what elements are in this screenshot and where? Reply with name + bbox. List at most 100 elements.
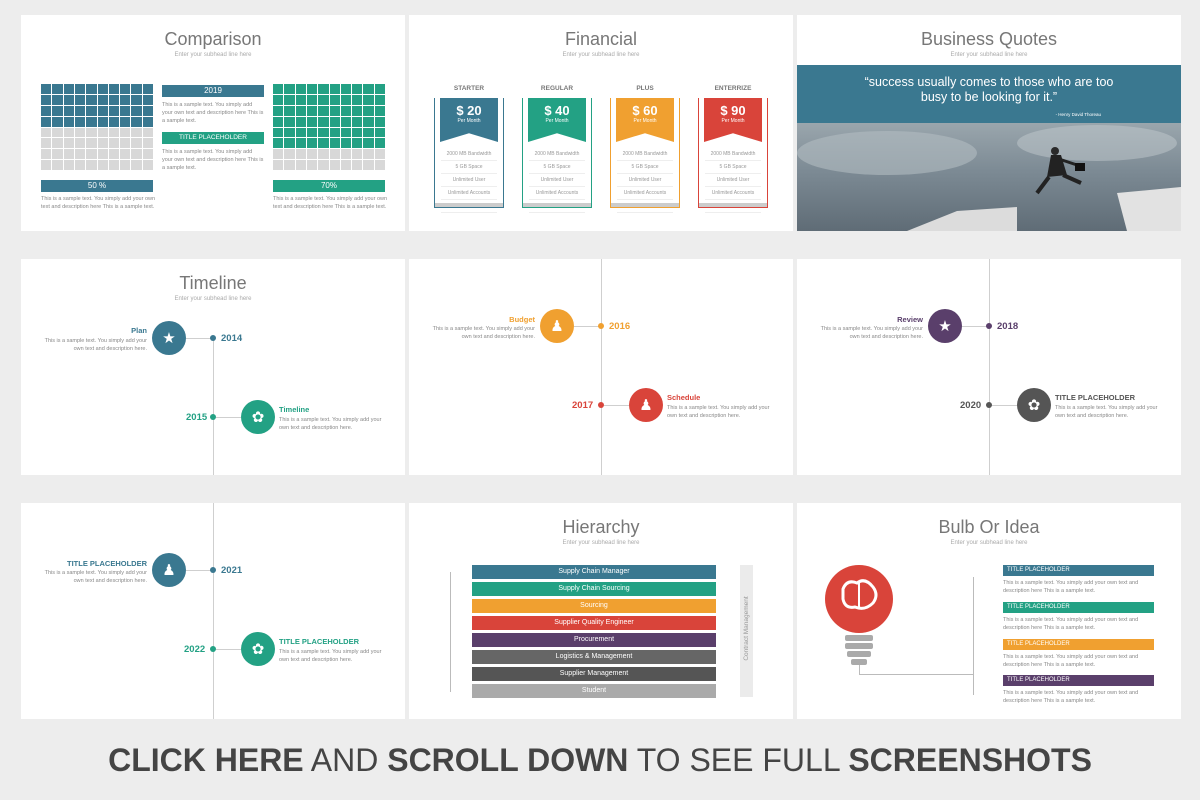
feature: 2000 MB Bandwidth: [705, 148, 761, 161]
slide-financial[interactable]: Financial Enter your subhead line here S…: [409, 15, 793, 231]
idea-title: TITLE PLACEHOLDER: [1003, 639, 1154, 650]
plan-footer: [611, 203, 679, 207]
slide-timeline[interactable]: Timeline Enter your subhead line here Pl…: [21, 259, 405, 475]
idea-title: TITLE PLACEHOLDER: [1003, 675, 1154, 686]
timeline-item-text: This is a sample text. You simply add yo…: [279, 649, 382, 663]
price-ribbon: $ 60 Per Month: [616, 98, 674, 142]
timeline-dot: [598, 402, 604, 408]
brain-icon: ✿: [241, 400, 275, 434]
side-label: Contract Management: [743, 596, 750, 661]
mid-description-2: This is a sample text. You simply add yo…: [162, 149, 264, 171]
bulb-base: [851, 659, 867, 665]
price: $ 60: [632, 103, 658, 118]
mid-year-bar: 2019: [162, 85, 264, 97]
quote-band: “success usually comes to those who are …: [797, 65, 1181, 123]
plan-starter[interactable]: STARTER $ 20 Per Month 2000 MB Bandwidth…: [434, 85, 504, 213]
price-ribbon: $ 40 Per Month: [528, 98, 586, 142]
plan-plus[interactable]: PLUS $ 60 Per Month 2000 MB Bandwidth 5 …: [610, 85, 680, 213]
bulb-base: [847, 651, 871, 657]
price-period: Per Month: [545, 118, 569, 124]
plan-enterrize[interactable]: ENTERRIZE $ 90 Per Month 2000 MB Bandwid…: [698, 85, 768, 213]
timeline-item-title: Timeline: [279, 405, 310, 414]
cta-text: TO SEE FULL: [628, 742, 849, 778]
plan-regular[interactable]: REGULAR $ 40 Per Month 2000 MB Bandwidth…: [522, 85, 592, 213]
slide-title: Hierarchy: [562, 517, 640, 537]
slide-subtitle: Enter your subhead line here: [950, 52, 1028, 58]
slide-timeline-budget[interactable]: Budget This is a sample text. You simply…: [409, 259, 793, 475]
right-description: This is a sample text. You simply add yo…: [273, 196, 388, 210]
timeline-axis: [213, 503, 214, 719]
left-description: This is a sample text. You simply add yo…: [41, 196, 156, 210]
timeline-item-title: Budget: [509, 315, 535, 324]
cta-click-here[interactable]: CLICK HERE: [108, 742, 304, 778]
timeline-dot: [210, 646, 216, 652]
price: $ 40: [544, 103, 570, 118]
slide-hierarchy[interactable]: Hierarchy Enter your subhead line here S…: [409, 503, 793, 719]
slide-timeline-placeholder[interactable]: TITLE PLACEHOLDER This is a sample text.…: [21, 503, 405, 719]
idea-title: TITLE PLACEHOLDER: [1003, 602, 1154, 613]
timeline-item-title: Schedule: [667, 393, 701, 402]
price: $ 20: [456, 103, 482, 118]
cta-text: AND: [303, 742, 388, 778]
slide-bulb-idea[interactable]: Bulb Or Idea Enter your subhead line her…: [797, 503, 1181, 719]
bulb-connector: [973, 577, 974, 695]
timeline-item-title: TITLE PLACEHOLDER: [279, 637, 359, 646]
plan-footer: [435, 203, 503, 207]
idea-text: This is a sample text. You simply add yo…: [1003, 617, 1139, 631]
slide-title: Bulb Or Idea: [938, 517, 1040, 537]
hierarchy-level: Student: [472, 684, 716, 698]
hierarchy-level: Supply Chain Manager: [472, 565, 716, 579]
timeline-axis: [989, 259, 990, 475]
timeline-item-text: This is a sample text. You simply add yo…: [820, 326, 923, 340]
slide-title: Business Quotes: [920, 29, 1058, 49]
feature: Unlimited Accounts: [529, 187, 585, 200]
people-icon: ♟: [629, 388, 663, 422]
bulb-connector: [859, 674, 973, 675]
plan-box: $ 90 Per Month 2000 MB Bandwidth 5 GB Sp…: [698, 98, 768, 213]
feature: Unlimited Accounts: [705, 187, 761, 200]
feature: Unlimited User: [705, 174, 761, 187]
feature: Unlimited Accounts: [441, 187, 497, 200]
idea-text: This is a sample text. You simply add yo…: [1003, 580, 1139, 594]
timeline-item-text: This is a sample text. You simply add yo…: [44, 338, 147, 352]
slide-comparison[interactable]: Comparison Enter your subhead line here …: [21, 15, 405, 231]
price: $ 90: [720, 103, 746, 118]
feature: 5 GB Space: [705, 161, 761, 174]
timeline-item-text: This is a sample text. You simply add yo…: [1055, 405, 1158, 419]
hierarchy-bracket: [450, 572, 451, 692]
feature: Unlimited User: [617, 174, 673, 187]
timeline-connector: [186, 338, 213, 339]
timeline-year: 2020: [960, 400, 982, 411]
lightbulb-icon: ★: [928, 309, 962, 343]
slide-subtitle: Enter your subhead line here: [950, 540, 1028, 546]
price-ribbon: $ 20 Per Month: [440, 98, 498, 142]
feature: 2000 MB Bandwidth: [617, 148, 673, 161]
idea-title: TITLE PLACEHOLDER: [1003, 565, 1154, 576]
comparison-left-grid: [41, 84, 153, 170]
timeline-connector: [604, 405, 629, 406]
timeline-connector: [216, 417, 241, 418]
timeline-connector: [186, 570, 213, 571]
slide-subtitle: Enter your subhead line here: [174, 52, 252, 58]
quote-text: “success usually comes to those who are …: [864, 75, 1114, 104]
comparison-right-grid: [273, 84, 385, 170]
slide-business-quotes[interactable]: Business Quotes Enter your subhead line …: [797, 15, 1181, 231]
hierarchy-level: Logistics & Management: [472, 650, 716, 664]
mid-placeholder-bar: TITLE PLACEHOLDER: [162, 132, 264, 144]
feature: 5 GB Space: [441, 161, 497, 174]
timeline-item-title: Plan: [131, 326, 147, 335]
timeline-year: 2018: [997, 321, 1019, 332]
bulb-connector: [859, 665, 860, 675]
timeline-connector: [962, 326, 989, 327]
feature: 2000 MB Bandwidth: [441, 148, 497, 161]
slide-timeline-review[interactable]: Review This is a sample text. You simply…: [797, 259, 1181, 475]
idea-text: This is a sample text. You simply add yo…: [1003, 690, 1139, 704]
timeline-item-text: This is a sample text. You simply add yo…: [667, 405, 770, 419]
hierarchy-level: Supplier Management: [472, 667, 716, 681]
scroll-down-cta[interactable]: CLICK HERE AND SCROLL DOWN TO SEE FULL S…: [0, 742, 1200, 779]
slide-subtitle: Enter your subhead line here: [174, 296, 252, 302]
timeline-axis: [213, 337, 214, 475]
price-period: Per Month: [633, 118, 657, 124]
plan-box: $ 60 Per Month 2000 MB Bandwidth 5 GB Sp…: [610, 98, 680, 213]
hierarchy-level: Sourcing: [472, 599, 716, 613]
